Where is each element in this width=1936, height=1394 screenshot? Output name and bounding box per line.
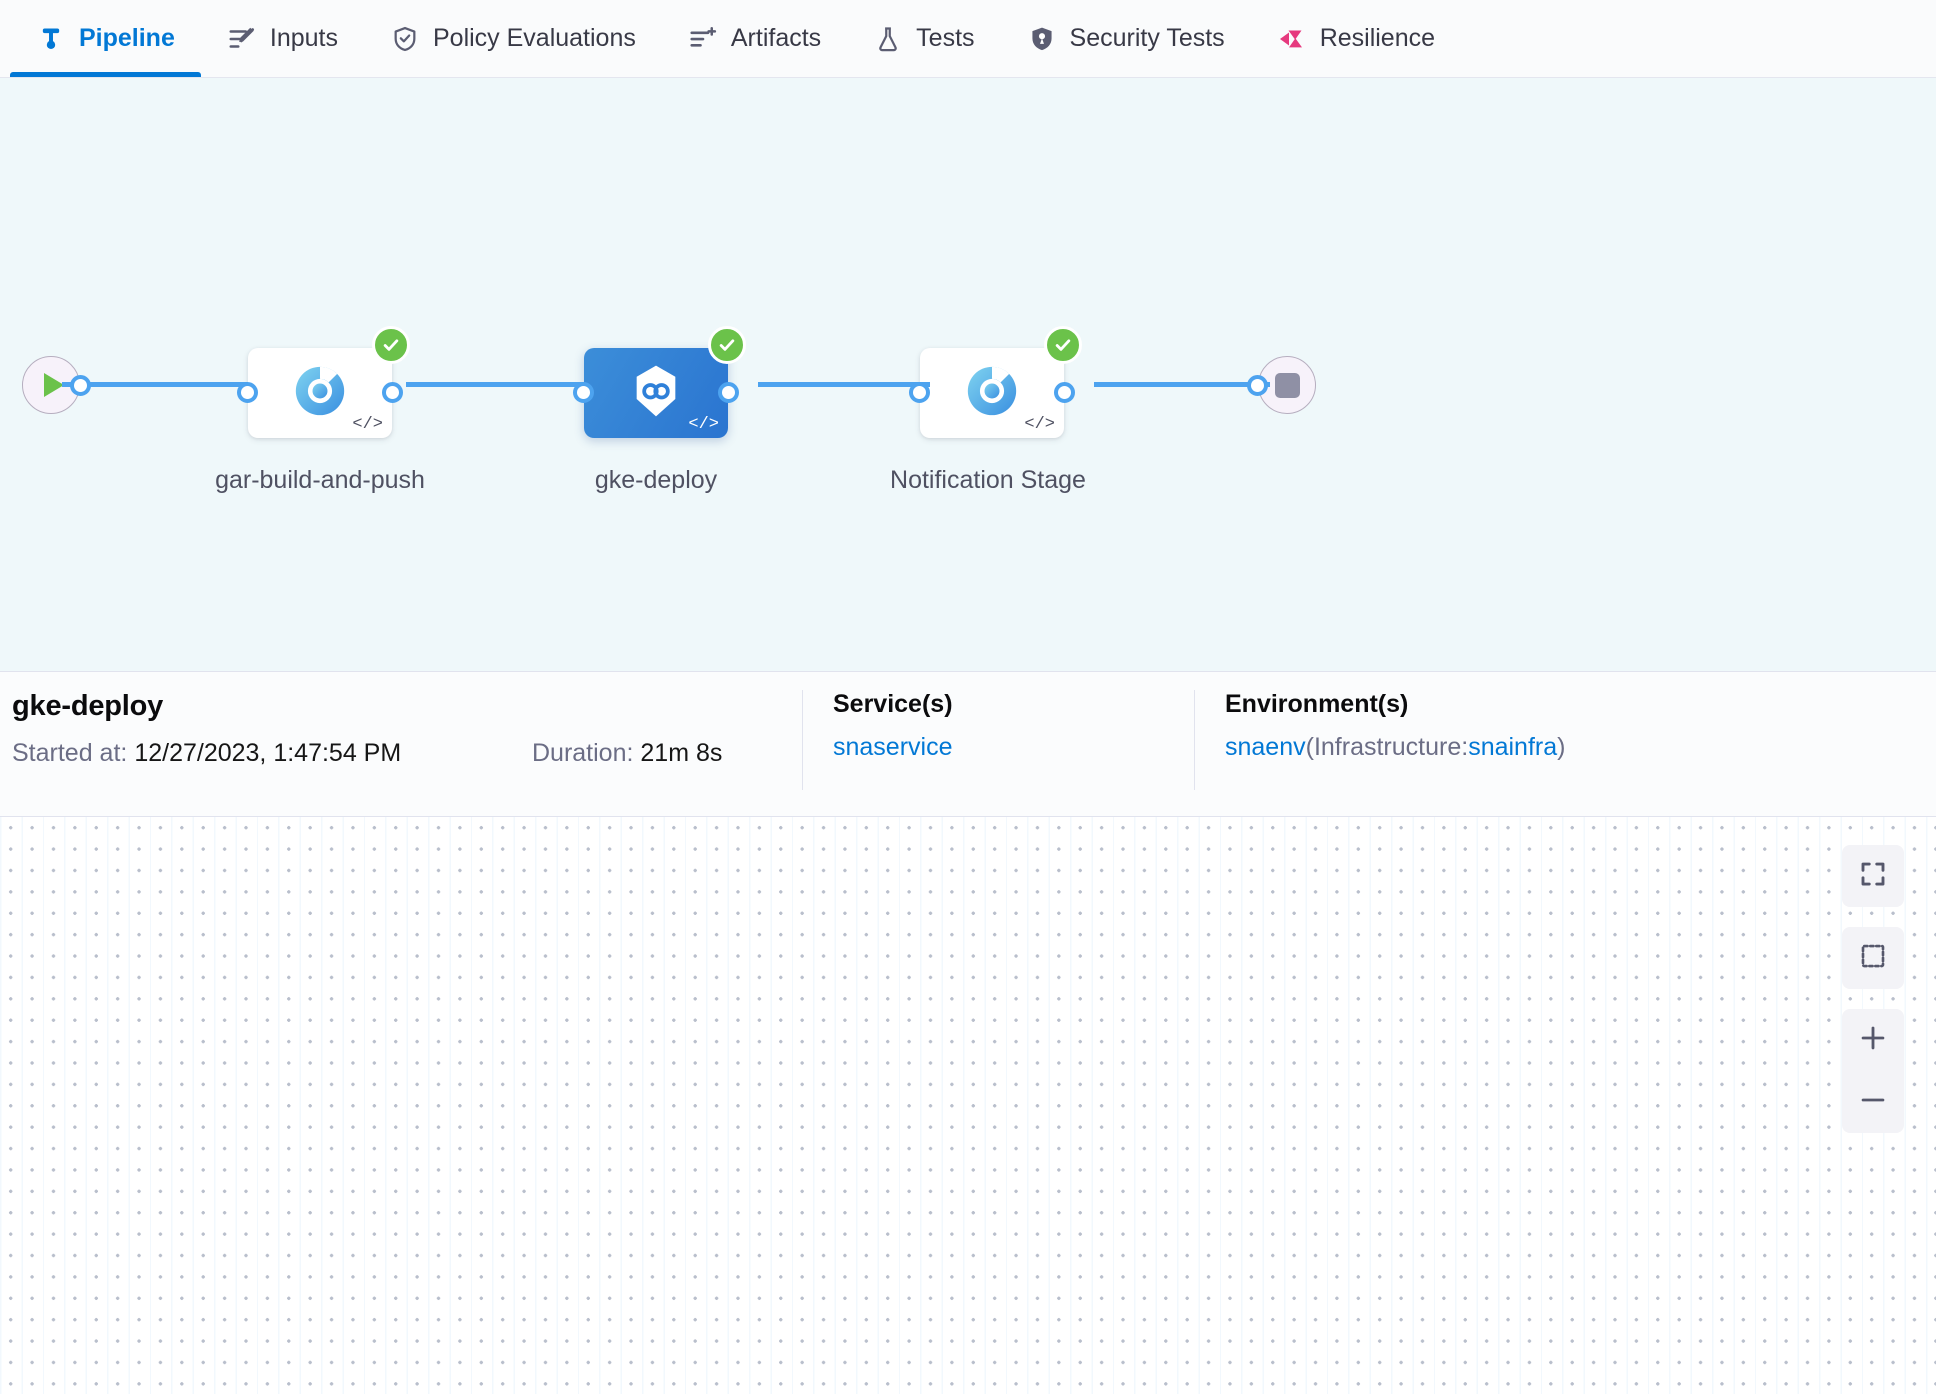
flask-icon bbox=[873, 24, 903, 54]
started-at-label: Started at: bbox=[12, 739, 128, 767]
stage-node-gke-deploy[interactable]: </> bbox=[573, 326, 746, 438]
started-at: Started at: 12/27/2023, 1:47:54 PM bbox=[12, 739, 532, 768]
stage-card[interactable]: </> bbox=[920, 348, 1064, 438]
status-badge-success bbox=[708, 326, 746, 364]
tab-label: Inputs bbox=[269, 24, 338, 52]
services-heading: Service(s) bbox=[833, 690, 953, 718]
stage-summary: gke-deploy Started at: 12/27/2023, 1:47:… bbox=[12, 690, 802, 816]
stage-output-port[interactable] bbox=[718, 382, 739, 403]
tab-security-tests[interactable]: Security Tests bbox=[1001, 0, 1251, 77]
tab-resilience[interactable]: Resilience bbox=[1251, 0, 1461, 77]
status-badge-success bbox=[1044, 326, 1082, 364]
stage-label-gke-deploy: gke-deploy bbox=[594, 466, 718, 494]
code-tag: </> bbox=[688, 415, 719, 434]
stage-output-port[interactable] bbox=[382, 382, 403, 403]
graph-zoom-controls bbox=[1842, 845, 1904, 1133]
stage-node-notification-stage[interactable]: </> bbox=[909, 326, 1082, 438]
code-tag: </> bbox=[1024, 415, 1055, 434]
select-area-button[interactable] bbox=[1842, 927, 1904, 989]
stage-input-port[interactable] bbox=[909, 382, 930, 403]
zoom-in-button[interactable] bbox=[1842, 1009, 1904, 1071]
environments-column: Environment(s) snaenv(Infrastructure:sna… bbox=[1194, 690, 1794, 790]
environment-link-snaenv[interactable]: snaenv bbox=[1225, 733, 1306, 761]
pipeline-icon bbox=[36, 24, 66, 54]
gcp-build-icon bbox=[963, 362, 1021, 425]
dashed-square-icon bbox=[1858, 941, 1888, 976]
service-link-snaservice[interactable]: snaservice bbox=[833, 733, 953, 761]
edge-stage-1-to-stage-2 bbox=[406, 382, 584, 387]
tab-label: Policy Evaluations bbox=[432, 24, 636, 52]
stage-card[interactable]: </> bbox=[584, 348, 728, 438]
stage-output-port[interactable] bbox=[1054, 382, 1075, 403]
infrastructure-link-snainfra[interactable]: snainfra bbox=[1468, 733, 1558, 761]
tab-artifacts[interactable]: Artifacts bbox=[662, 0, 847, 77]
pipeline-tabbar: Pipeline Inputs Policy Evaluations bbox=[0, 0, 1936, 78]
infrastructure-prefix: (Infrastructure: bbox=[1305, 733, 1469, 761]
tab-label: Security Tests bbox=[1069, 24, 1225, 52]
tab-policy-evaluations[interactable]: Policy Evaluations bbox=[364, 0, 662, 77]
duration: Duration: 21m 8s bbox=[532, 739, 722, 768]
plus-icon bbox=[1856, 1021, 1890, 1060]
pipeline-start-node[interactable] bbox=[22, 356, 91, 414]
stage-title: gke-deploy bbox=[12, 690, 164, 722]
play-icon bbox=[43, 373, 64, 397]
pipeline-end-node[interactable] bbox=[1247, 356, 1316, 414]
tab-tests[interactable]: Tests bbox=[847, 0, 1000, 77]
artifacts-icon bbox=[688, 24, 718, 54]
tab-label: Pipeline bbox=[79, 24, 175, 52]
stage-input-port[interactable] bbox=[573, 382, 594, 403]
expand-icon bbox=[1858, 859, 1888, 894]
infrastructure-suffix: ) bbox=[1557, 733, 1566, 761]
duration-value: 21m 8s bbox=[640, 739, 723, 767]
inputs-icon bbox=[227, 24, 257, 54]
stage-label-gar-build-and-push: gar-build-and-push bbox=[215, 466, 425, 494]
stage-card[interactable]: </> bbox=[248, 348, 392, 438]
edge-stage-3-to-end bbox=[1094, 382, 1270, 387]
gcp-build-icon bbox=[291, 362, 349, 425]
edge-stage-2-to-stage-3 bbox=[758, 382, 930, 387]
zoom-button-group bbox=[1842, 1009, 1904, 1133]
started-at-value: 12/27/2023, 1:47:54 PM bbox=[134, 739, 402, 767]
policy-shield-icon bbox=[390, 24, 420, 54]
start-output-port[interactable] bbox=[70, 375, 91, 396]
code-tag: </> bbox=[352, 415, 383, 434]
zoom-out-button[interactable] bbox=[1842, 1071, 1904, 1133]
edge-start-to-stage-1 bbox=[62, 382, 248, 387]
duration-label: Duration: bbox=[532, 739, 634, 767]
stage-label-notification-stage: Notification Stage bbox=[890, 466, 1086, 494]
stop-icon bbox=[1274, 372, 1300, 398]
tab-label: Artifacts bbox=[730, 24, 822, 52]
stage-input-port[interactable] bbox=[237, 382, 258, 403]
stage-details-bar: gke-deploy Started at: 12/27/2023, 1:47:… bbox=[0, 672, 1936, 817]
services-column: Service(s) snaservice bbox=[802, 690, 1194, 790]
execution-step-graph: </> Service </> Infrastructure bbox=[0, 817, 1936, 1394]
fit-to-screen-button[interactable] bbox=[1842, 845, 1904, 907]
end-input-port[interactable] bbox=[1247, 375, 1268, 396]
resilience-icon bbox=[1277, 24, 1307, 54]
environments-heading: Environment(s) bbox=[1225, 690, 1409, 718]
minus-icon bbox=[1856, 1083, 1890, 1122]
pipeline-stage-graph: </> gar-build-and-push </> bbox=[0, 78, 1936, 672]
tab-label: Tests bbox=[916, 24, 975, 52]
status-badge-success bbox=[372, 326, 410, 364]
security-shield-icon bbox=[1027, 24, 1057, 54]
tab-inputs[interactable]: Inputs bbox=[201, 0, 364, 77]
stage-node-gar-build-and-push[interactable]: </> bbox=[237, 326, 410, 438]
tab-label: Resilience bbox=[1319, 24, 1436, 52]
tab-pipeline[interactable]: Pipeline bbox=[10, 0, 201, 77]
harness-cd-icon bbox=[627, 362, 685, 425]
